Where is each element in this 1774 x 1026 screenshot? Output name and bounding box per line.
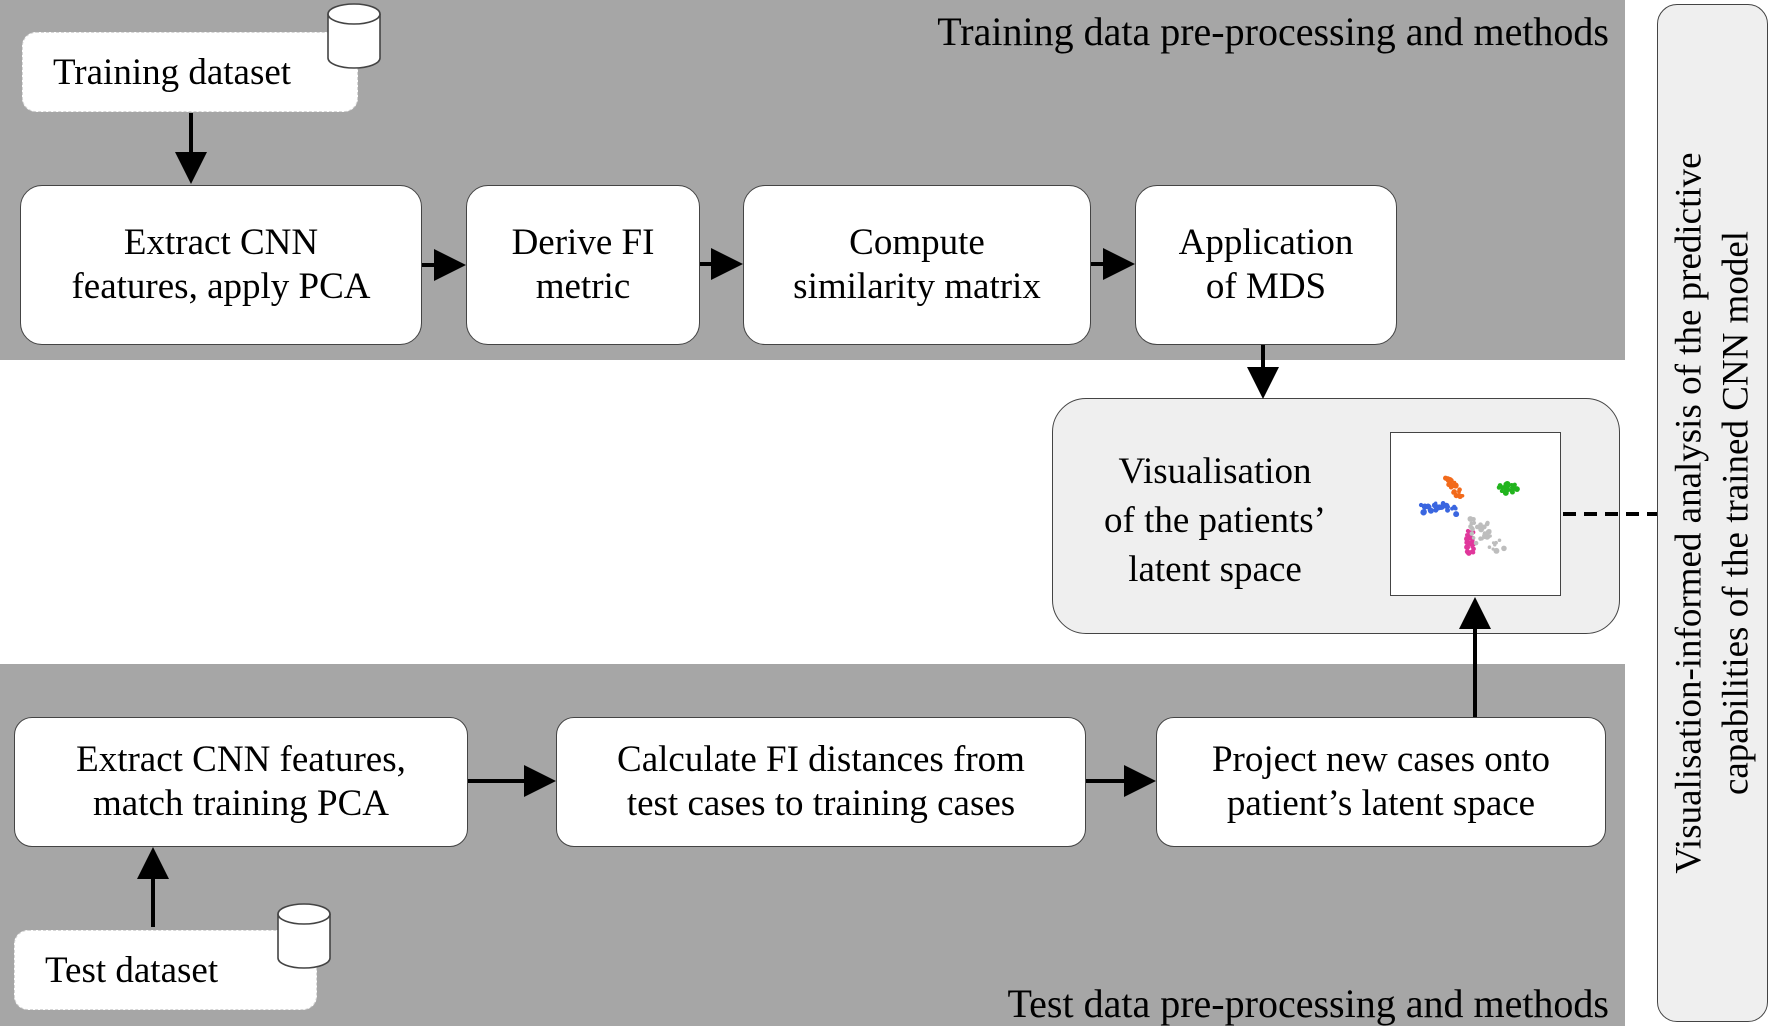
scatter-point-cluster-5 — [1493, 547, 1500, 554]
scatter-point-cluster-1 — [1422, 510, 1427, 515]
scatter-point-cluster-1 — [1418, 502, 1424, 508]
scatter-point-cluster-4 — [1465, 533, 1469, 537]
training-dataset-node: Training dataset — [22, 32, 358, 112]
scatter-point-cluster-1 — [1425, 503, 1431, 509]
scatter-point-cluster-5 — [1488, 529, 1492, 533]
calculate-fi-distances-step: Calculate FI distances from test cases t… — [556, 717, 1086, 847]
test-dataset-node: Test dataset — [14, 930, 317, 1010]
scatter-point-cluster-2 — [1445, 476, 1451, 482]
scatter-point-cluster-5 — [1469, 531, 1475, 536]
scatter-point-cluster-1 — [1443, 502, 1450, 509]
extract-cnn-features-match-pca-step: Extract CNN features, match training PCA — [14, 717, 468, 847]
scatter-point-cluster-5 — [1473, 540, 1479, 546]
scatter-point-cluster-5 — [1471, 536, 1476, 540]
scatter-point-cluster-5 — [1478, 524, 1485, 531]
training-section-title: Training data pre-processing and methods — [937, 9, 1609, 54]
application-of-mds-step: Application of MDS — [1135, 185, 1397, 345]
latent-space-visualisation-label: Visualisation of the patients’ latent sp… — [1104, 451, 1326, 591]
scatter-point-cluster-3 — [1502, 489, 1508, 495]
scatter-point-cluster-3 — [1503, 482, 1507, 486]
scatter-point-cluster-5 — [1471, 527, 1475, 531]
training-dataset-label: Training dataset — [53, 51, 292, 93]
scatter-point-cluster-1 — [1434, 505, 1439, 510]
scatter-point-cluster-4 — [1466, 550, 1472, 556]
scatter-point-cluster-4 — [1465, 528, 1471, 534]
project-new-cases-step: Project new cases onto patient’s latent … — [1156, 717, 1606, 847]
scatter-point-cluster-5 — [1501, 545, 1507, 552]
database-icon — [277, 903, 331, 969]
scatter-point-cluster-5 — [1491, 547, 1495, 551]
scatter-point-cluster-4 — [1464, 544, 1471, 551]
scatter-point-cluster-5 — [1482, 531, 1488, 537]
scatter-point-cluster-1 — [1445, 507, 1451, 513]
analysis-side-panel: Visualisation-informed analysis of the p… — [1657, 4, 1768, 1022]
scatter-point-cluster-4 — [1469, 540, 1473, 545]
database-icon — [327, 3, 381, 69]
scatter-point-cluster-1 — [1427, 507, 1434, 514]
scatter-point-cluster-5 — [1478, 536, 1483, 541]
test-section-title: Test data pre-processing and methods — [1007, 981, 1609, 1026]
extract-cnn-features-apply-pca-step: Extract CNN features, apply PCA — [20, 185, 422, 345]
scatter-point-cluster-5 — [1487, 545, 1492, 549]
scatter-point-cluster-5 — [1493, 543, 1497, 547]
scatter-point-cluster-5 — [1485, 520, 1490, 526]
scatter-point-cluster-5 — [1471, 516, 1476, 522]
analysis-side-panel-text: Visualisation-informed analysis of the p… — [1668, 152, 1757, 874]
scatter-point-cluster-5 — [1475, 524, 1480, 530]
scatter-point-cluster-3 — [1509, 485, 1515, 491]
scatter-point-cluster-3 — [1500, 485, 1506, 490]
scatter-point-cluster-1 — [1451, 504, 1457, 510]
scatter-point-cluster-2 — [1450, 483, 1456, 489]
scatter-point-cluster-4 — [1464, 535, 1471, 542]
latent-space-scatter-thumbnail — [1390, 432, 1561, 596]
scatter-point-cluster-5 — [1469, 521, 1474, 526]
scatter-point-cluster-1 — [1434, 501, 1438, 505]
derive-fi-metric-step: Derive FI metric — [466, 185, 700, 345]
scatter-point-cluster-1 — [1453, 511, 1460, 518]
scatter-point-cluster-2 — [1457, 487, 1462, 492]
test-dataset-label: Test dataset — [45, 949, 219, 991]
scatter-point-cluster-5 — [1497, 538, 1502, 543]
compute-similarity-matrix-step: Compute similarity matrix — [743, 185, 1091, 345]
scatter-point-cluster-2 — [1457, 493, 1463, 499]
